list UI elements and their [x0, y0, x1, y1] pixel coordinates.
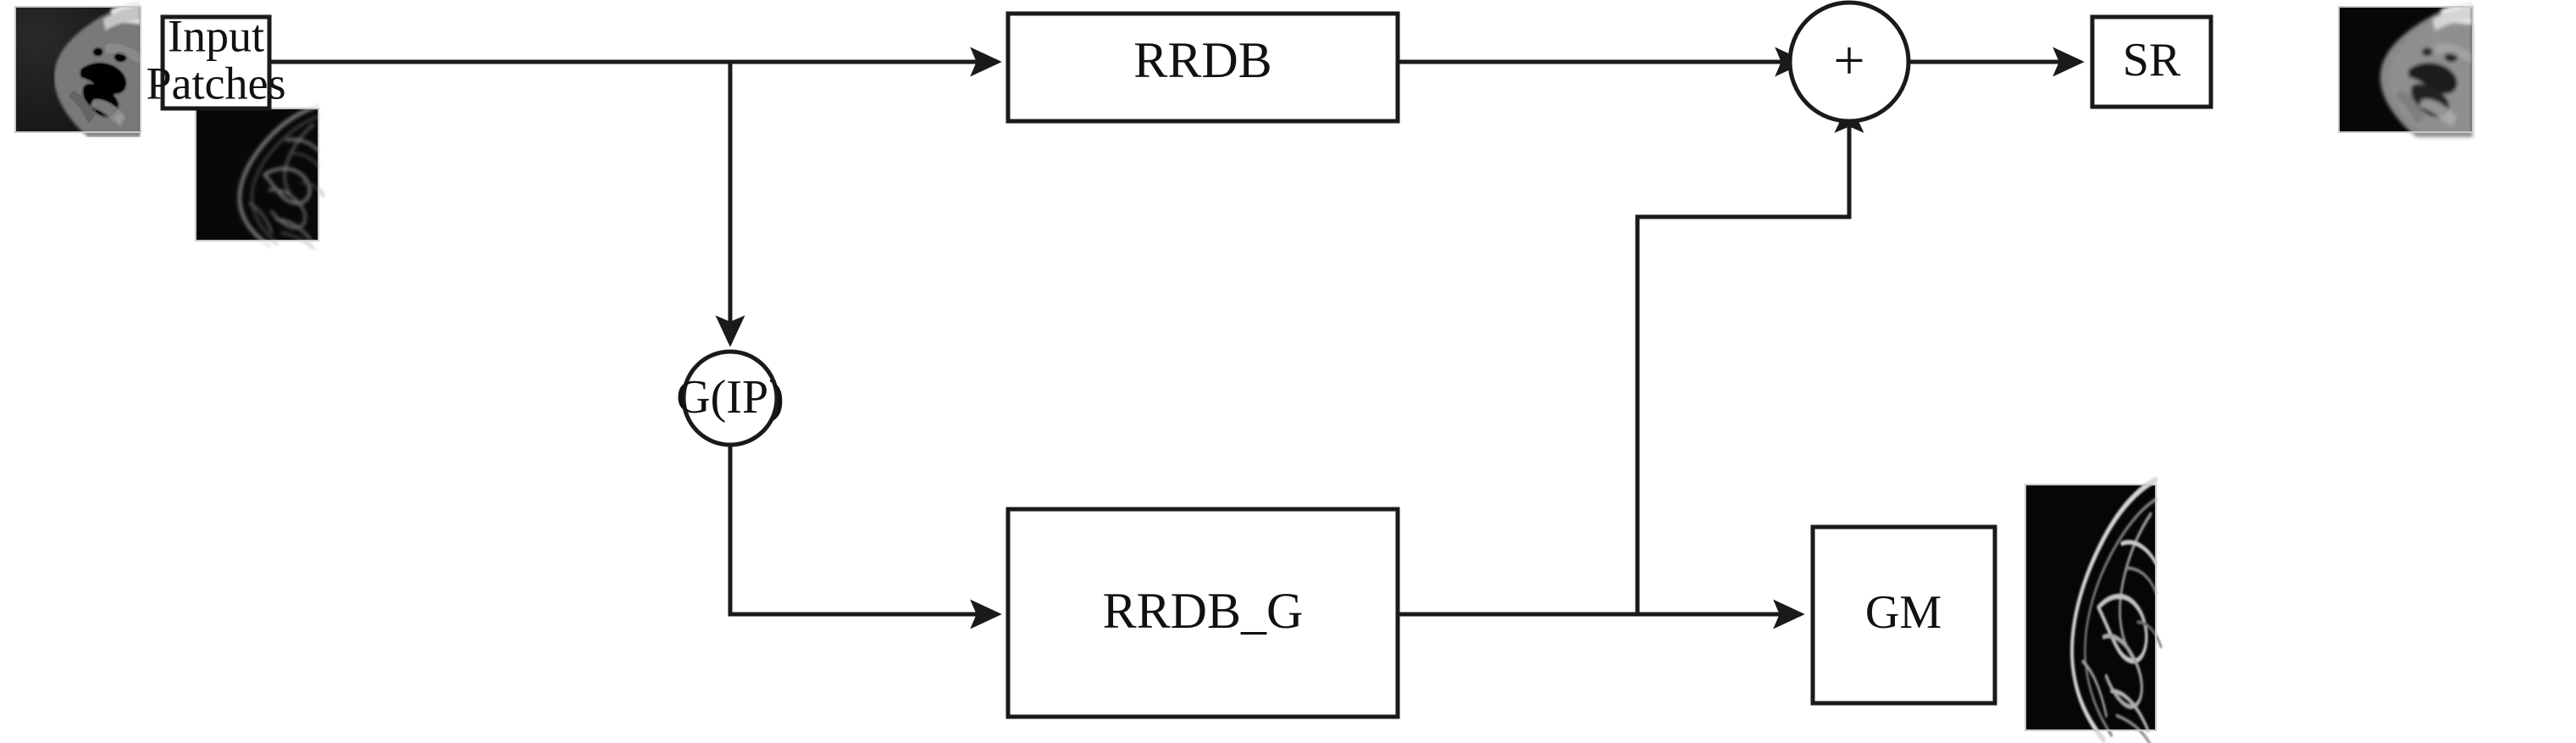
node-gip-label: G(IP) [676, 371, 784, 424]
edge-gip-to-rrdbg [728, 439, 1002, 629]
sr-output-thumbnail [2338, 0, 2474, 137]
gm-output-thumbnail [2025, 480, 2161, 743]
node-sr[interactable]: SR [2090, 14, 2213, 109]
node-gm-label: GM [1865, 586, 1942, 639]
node-input-patches-label-line2: Patches [147, 58, 286, 108]
node-rrdb-label: RRDB [1133, 32, 1271, 88]
node-sum-label: + [1833, 30, 1864, 91]
node-sr-label: SR [2123, 34, 2181, 86]
node-rrdb-g-label: RRDB_G [1103, 583, 1304, 639]
node-rrdb[interactable]: RRDB [1005, 11, 1400, 124]
node-gm[interactable]: GM [1810, 524, 1997, 706]
node-rrdb-g[interactable]: RRDB_G [1005, 507, 1400, 719]
node-sum[interactable]: + [1787, 0, 1911, 124]
node-input-patches[interactable]: Input Patches [147, 10, 286, 111]
edge-rrdbg-skip-to-sum [1635, 101, 1864, 614]
node-gip[interactable]: G(IP) [676, 349, 784, 447]
input-gradient-map-thumbnail [195, 106, 324, 248]
input-patch-thumbnail [14, 0, 141, 137]
node-input-patches-label-line1: Input [168, 10, 264, 61]
